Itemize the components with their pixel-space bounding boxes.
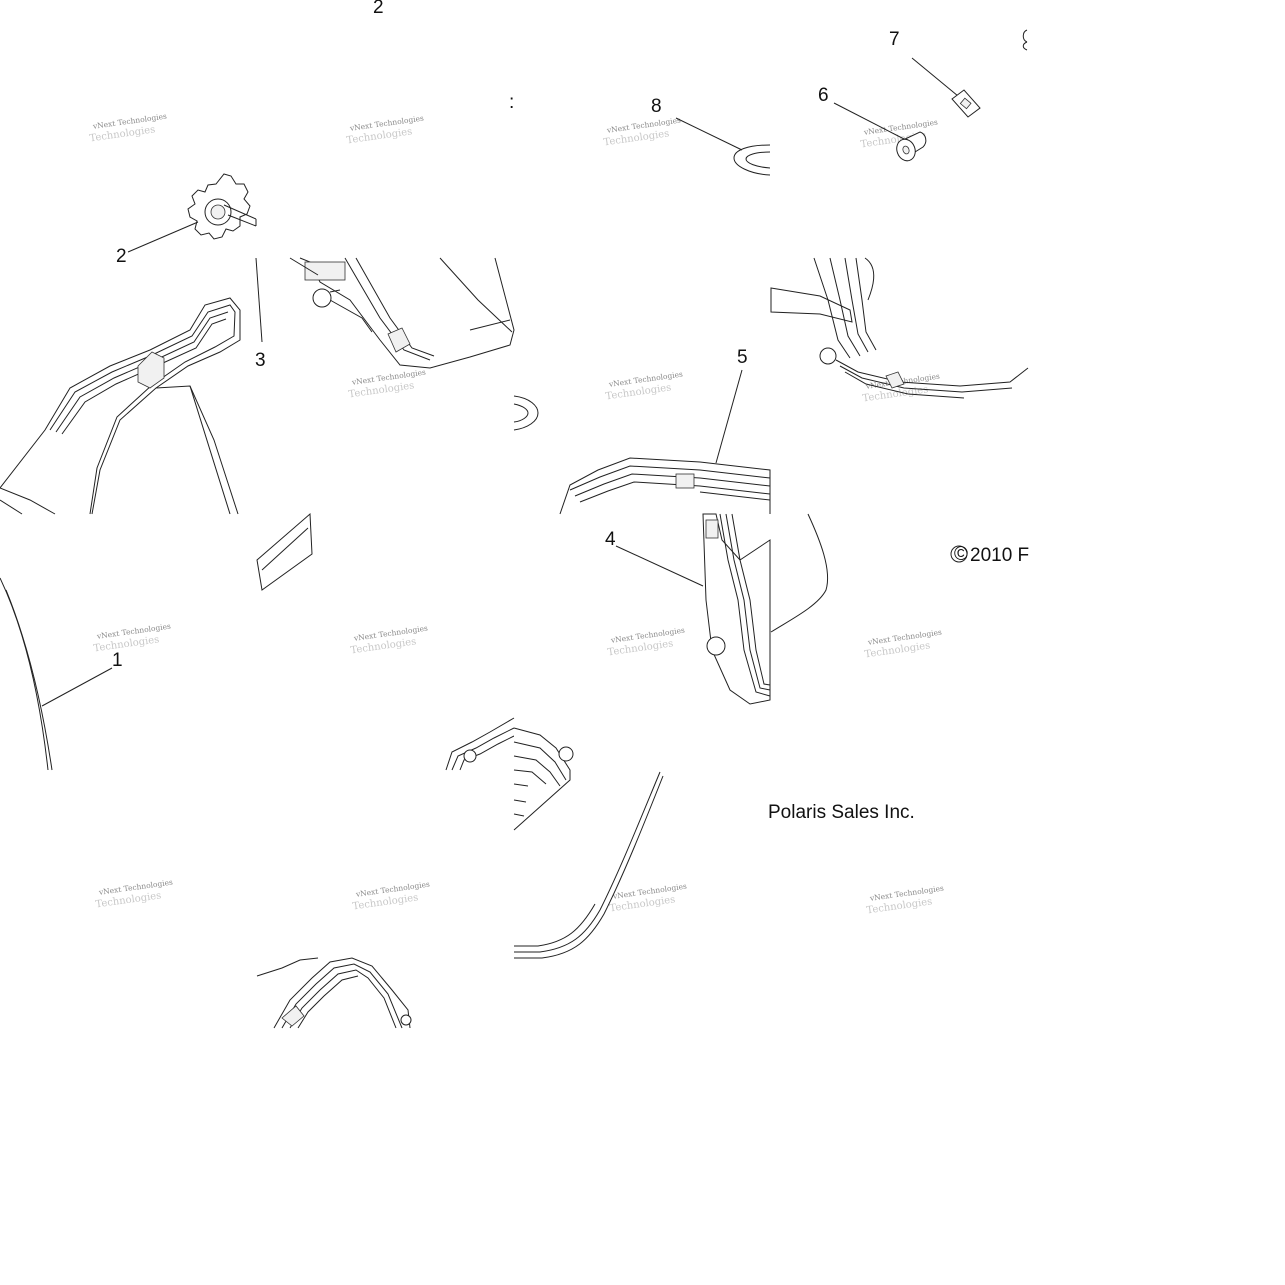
box-lid-part-5: 5 [559,347,771,515]
copyright-line-1: © 2010 F [950,544,1029,566]
watermark-tile: Technologies vNext Technologies [95,878,174,911]
seal-strip-part-1: 1 [0,577,123,771]
watermark-tile: Technologies vNext Technologies [89,112,168,145]
storage-box-frame: 3 [0,257,266,515]
box-lid-corner [289,257,515,369]
watermark-tile: Technologies vNext Technologies [346,114,425,147]
sprocket-gear [127,173,257,253]
callout-5: 5 [737,347,748,368]
watermark-tile: Technologies vNext Technologies [603,116,682,149]
box-side-part-4: 4 [605,513,771,705]
callout-7: 7 [889,29,900,50]
box-corner-left [513,727,574,831]
watermark-tile: Technologies vNext Technologies [864,628,943,661]
callout-4: 4 [605,529,616,550]
callout-2: 2 [373,0,384,18]
watermark-tile: Technologies vNext Technologies [93,622,172,655]
copyright-text-2: Polaris Sales Inc. [768,802,915,823]
seal-strip-bottom [514,771,664,959]
panel-edge [256,512,313,591]
o-ring-fragment [513,395,539,431]
watermark-tile: Technologies vNext Technologies [350,624,429,657]
watermark-tile: Technologies vNext Technologies [866,884,945,917]
clipped-glyph [1022,29,1028,51]
copyright-symbol: © [954,544,968,565]
callout-3: 3 [255,350,266,371]
watermark-tile: Technologies vNext Technologies [348,368,427,401]
clipped-glyph: : [509,92,514,113]
pin-part-6: 6 [818,85,927,162]
copyright-text-1: 2010 F [970,545,1029,566]
hinge-bracket [770,257,1029,399]
callout-1: 1 [112,650,123,671]
box-edge-fragment [445,717,515,771]
copyright-line-2: Polaris Sales Inc. [768,802,915,823]
watermark-tile: Technologies vNext Technologies [605,370,684,403]
o-ring-part-8: 8 [651,96,771,176]
watermark-tile: Technologies vNext Technologies [862,372,941,405]
box-corner-bottom [256,957,412,1029]
callout-6: 6 [818,85,829,106]
watermark-tile: Technologies vNext Technologies [609,882,688,915]
svg-text:2: 2 [373,0,384,18]
watermark-tile: Technologies vNext Technologies [607,626,686,659]
clipped-callout-9: 2 [116,246,127,267]
clip-nut-part-7: 7 [889,29,981,118]
seal-curve [770,513,829,633]
callout-8: 8 [651,96,662,117]
watermark-tile: Technologies vNext Technologies [352,880,431,913]
